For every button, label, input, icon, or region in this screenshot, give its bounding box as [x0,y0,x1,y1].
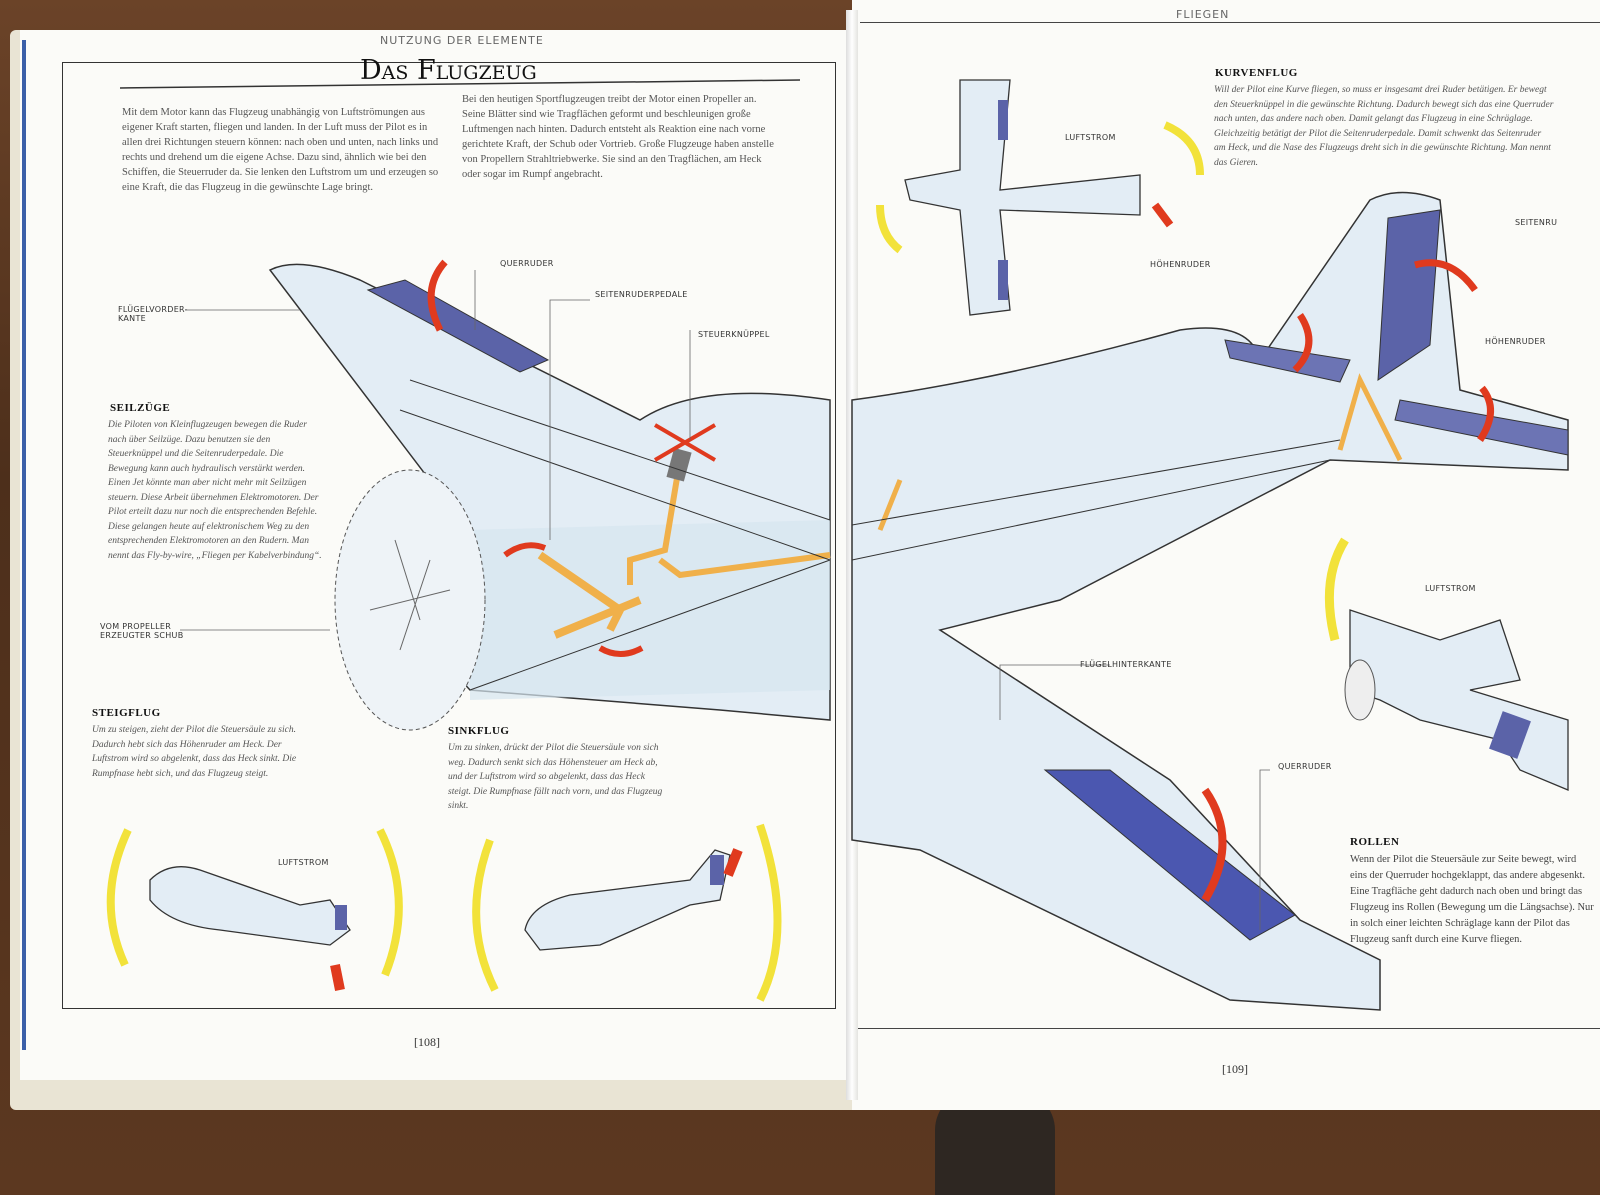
label-querruder-left: QUERRUDER [500,259,554,268]
red-arrow-aileron-left [427,259,448,332]
yellow-arrow-climb-left [106,828,132,967]
small-aircraft-yaw [904,79,1141,316]
yellow-arrow-yaw-left [876,204,903,254]
label-hoehenruder-left: HÖHENRUDER [1150,260,1211,269]
small-aircraft-aileron-bottom [998,260,1008,300]
heading-sinkflug: SINKFLUG [448,725,510,737]
label-luftstrom-right: LUFTSTROM [1425,584,1476,593]
label-schub: VOM PROPELLER ERZEUGTER SCHUB [100,622,184,640]
page-title: Das Flugzeug [360,55,537,86]
intro-column-1: Mit dem Motor kann das Flugzeug unabhäng… [122,107,439,193]
text-rollen: Wenn der Pilot die Steuersäule zur Seite… [1350,854,1594,945]
yellow-arrow-roll [1324,537,1349,642]
small-aircraft-roll [1349,609,1569,791]
label-querruder-right: QUERRUDER [1278,762,1332,771]
page-number-right: [109] [1222,1062,1248,1076]
running-head-left: NUTZUNG DER ELEMENTE [380,34,544,47]
propeller-blades [369,539,451,651]
running-head-right: FLIEGEN [1176,8,1230,21]
red-arrow-yaw [1151,202,1174,228]
label-seitenruderpedale: SEITENRUDERPEDALE [595,290,688,299]
label-steuerknueppel: STEUERKNÜPPEL [698,330,770,339]
aileron-left [366,279,550,373]
red-arrow-elevator-right [1477,385,1494,442]
aileron-right [1043,769,1296,941]
heading-seilzuege: SEILZÜGE [110,402,171,414]
yellow-arrow-climb-right [376,828,403,977]
yellow-arrow-dive-right [756,823,782,1002]
red-arrow-aileron-right [1201,787,1227,903]
small-aircraft-aileron-top [998,100,1008,140]
page-number-left: [108] [414,1035,440,1049]
label-luftstrom-top: LUFTSTROM [1065,133,1116,142]
yellow-arrow-dive-left [472,838,499,992]
label-fluegelhinterkante: FLÜGELHINTERKANTE [1080,660,1172,669]
red-arrow-dive [723,848,743,877]
tail-linkage [877,373,1403,531]
red-arrow-rudder [1414,259,1478,293]
right-header-rule [860,22,1600,23]
small-aircraft-roll-propeller [1344,659,1376,721]
right-footer-rule [858,1028,1600,1029]
text-seilzuege: Die Piloten von Kleinflugzeugen bewegen … [108,420,322,561]
control-cables-right [851,439,1341,561]
red-cross-arrows-stick [653,423,717,462]
rudder [1377,209,1441,381]
label-luftstrom-climb: LUFTSTROM [278,858,329,867]
label-seitenruder: SEITENRU [1515,218,1558,227]
dive-aircraft-elevator [710,855,724,885]
text-steigflug: Um zu steigen, zieht der Pilot die Steue… [92,725,297,779]
heading-kurvenflug: KURVENFLUG [1215,67,1298,79]
control-cables-left [399,379,831,691]
climb-aircraft-elevator [335,905,347,930]
red-arrow-pedal [503,542,547,558]
label-fluegelvorderkante: FLÜGELVORDER- KANTE [118,305,188,323]
small-aircraft-roll-aileron [1489,711,1531,759]
text-kurvenflug: Will der Pilot eine Kurve fliegen, so mu… [1214,85,1554,168]
heading-rollen: ROLLEN [1350,836,1400,848]
red-arrow-climb [330,964,345,991]
red-arrow-pedal-bottom [598,645,644,657]
yellow-arrow-yaw-right [1163,121,1204,176]
elevator-right [1394,399,1569,456]
rudder-pedals [537,551,642,639]
intro-column-2: Bei den heutigen Sportflugzeugen treibt … [462,94,774,180]
dive-aircraft [524,849,731,951]
control-stick-grip [666,447,692,482]
text-sinkflug: Um zu sinken, drückt der Pilot die Steue… [448,743,663,811]
label-leader-lines [180,270,1270,930]
book-cover-edge [22,40,26,1050]
red-arrow-elevator-left [1292,313,1313,373]
climb-aircraft [149,866,351,946]
title-rule [119,79,801,89]
left-page-frame [62,62,836,1009]
heading-steigflug: STEIGFLUG [92,707,161,719]
label-hoehenruder-right: HÖHENRUDER [1485,337,1546,346]
